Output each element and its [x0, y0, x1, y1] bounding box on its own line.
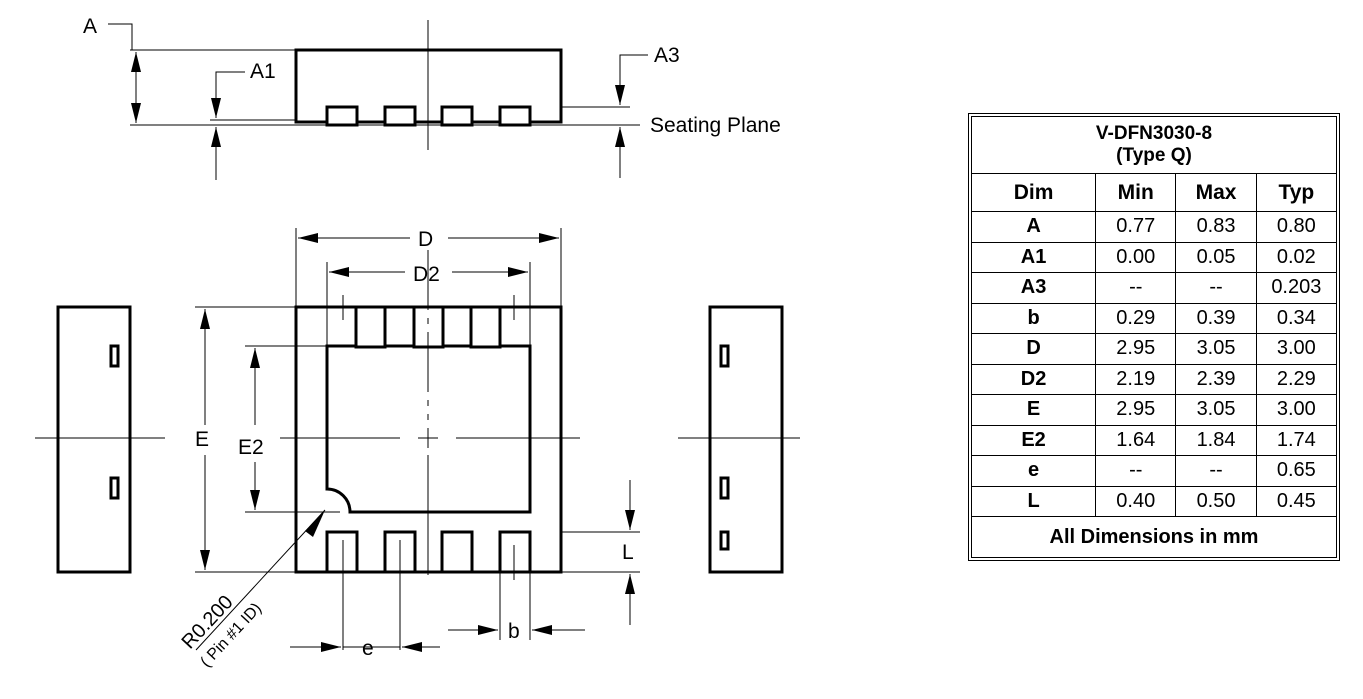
label-D: D	[418, 228, 433, 251]
dim-value-cell: 3.00	[1255, 333, 1338, 365]
column-header: Max	[1175, 173, 1257, 212]
terminal	[440, 530, 474, 574]
bottom-view: D D2 E E2 L e b R0.200	[178, 228, 640, 671]
table-footer: All Dimensions in mm	[971, 516, 1337, 558]
table-title: V-DFN3030-8 (Type Q)	[971, 116, 1337, 174]
dim-name-cell: D2	[970, 363, 1097, 395]
side-view: A A1 A3 Seating Plane	[83, 15, 781, 180]
table-title-line1: V-DFN3030-8	[1095, 123, 1213, 144]
terminal	[354, 305, 387, 349]
dim-name-cell: A	[970, 211, 1097, 243]
dim-value-cell: 2.39	[1175, 363, 1257, 395]
dim-name-cell: e	[970, 455, 1097, 487]
side-terminal	[109, 476, 120, 500]
dim-value-cell: 0.203	[1255, 272, 1338, 304]
label-E2: E2	[238, 436, 264, 459]
dim-value-cell: 0.65	[1255, 455, 1338, 487]
side-terminal	[719, 476, 730, 500]
dim-value-cell: 1.64	[1095, 424, 1177, 456]
side-terminal	[719, 530, 730, 551]
label-A3: A3	[654, 44, 680, 67]
dim-value-cell: 2.95	[1095, 394, 1177, 426]
dim-value-cell: --	[1095, 455, 1177, 487]
dim-name-cell: b	[970, 302, 1097, 334]
dim-value-cell: 3.05	[1175, 333, 1257, 365]
label-seating-plane: Seating Plane	[650, 114, 781, 137]
dim-value-cell: 0.29	[1095, 302, 1177, 334]
side-terminal	[719, 344, 730, 368]
dim-value-cell: --	[1175, 455, 1257, 487]
dim-value-cell: 0.80	[1255, 211, 1338, 243]
label-D2: D2	[413, 263, 440, 286]
dim-value-cell: 1.74	[1255, 424, 1338, 456]
dim-value-cell: 3.05	[1175, 394, 1257, 426]
column-header: Dim	[970, 173, 1097, 212]
dim-name-cell: D	[970, 333, 1097, 365]
right-side-view	[678, 305, 800, 574]
dim-value-cell: 0.05	[1175, 241, 1257, 273]
dim-value-cell: 0.34	[1255, 302, 1338, 334]
dim-name-cell: E	[970, 394, 1097, 426]
dim-name-cell: L	[970, 485, 1097, 517]
dim-value-cell: 1.84	[1175, 424, 1257, 456]
dim-value-cell: --	[1175, 272, 1257, 304]
label-b: b	[508, 620, 520, 643]
column-header: Typ	[1255, 173, 1338, 212]
dim-name-cell: E2	[970, 424, 1097, 456]
dim-value-cell: 0.02	[1255, 241, 1338, 273]
right-side-body	[708, 305, 784, 574]
dim-value-cell: 2.95	[1095, 333, 1177, 365]
dim-value-cell: 2.29	[1255, 363, 1338, 395]
left-side-body	[56, 305, 132, 574]
label-A1: A1	[250, 60, 276, 83]
label-e: e	[362, 637, 374, 660]
dim-value-cell: 0.40	[1095, 485, 1177, 517]
left-side-view	[35, 305, 165, 574]
table-row: e----0.65	[970, 455, 1338, 487]
table-title-line2: (Type Q)	[1116, 145, 1192, 166]
terminal	[325, 530, 359, 574]
dim-value-cell: 0.45	[1255, 485, 1338, 517]
dim-name-cell: A3	[970, 272, 1097, 304]
side-view-terminal	[383, 105, 417, 127]
label-A: A	[83, 15, 97, 38]
column-header: Min	[1095, 173, 1177, 212]
side-view-terminal	[325, 105, 359, 127]
dim-value-cell: 2.19	[1095, 363, 1177, 395]
exposed-pad	[325, 344, 532, 514]
dim-value-cell: 0.50	[1175, 485, 1257, 517]
terminal	[469, 305, 502, 349]
side-terminal	[109, 344, 120, 368]
label-E: E	[195, 428, 209, 451]
dim-name-cell: A1	[970, 241, 1097, 273]
dim-value-cell: 0.00	[1095, 241, 1177, 273]
table-row: A3----0.203	[970, 272, 1338, 304]
dim-value-cell: 3.00	[1255, 394, 1338, 426]
side-view-terminal	[440, 105, 474, 127]
dim-value-cell: 0.77	[1095, 211, 1177, 243]
label-L: L	[622, 541, 634, 564]
terminal	[498, 530, 532, 574]
dim-value-cell: --	[1095, 272, 1177, 304]
side-view-terminal	[498, 105, 532, 127]
dim-value-cell: 0.83	[1175, 211, 1257, 243]
dim-value-cell: 0.39	[1175, 302, 1257, 334]
